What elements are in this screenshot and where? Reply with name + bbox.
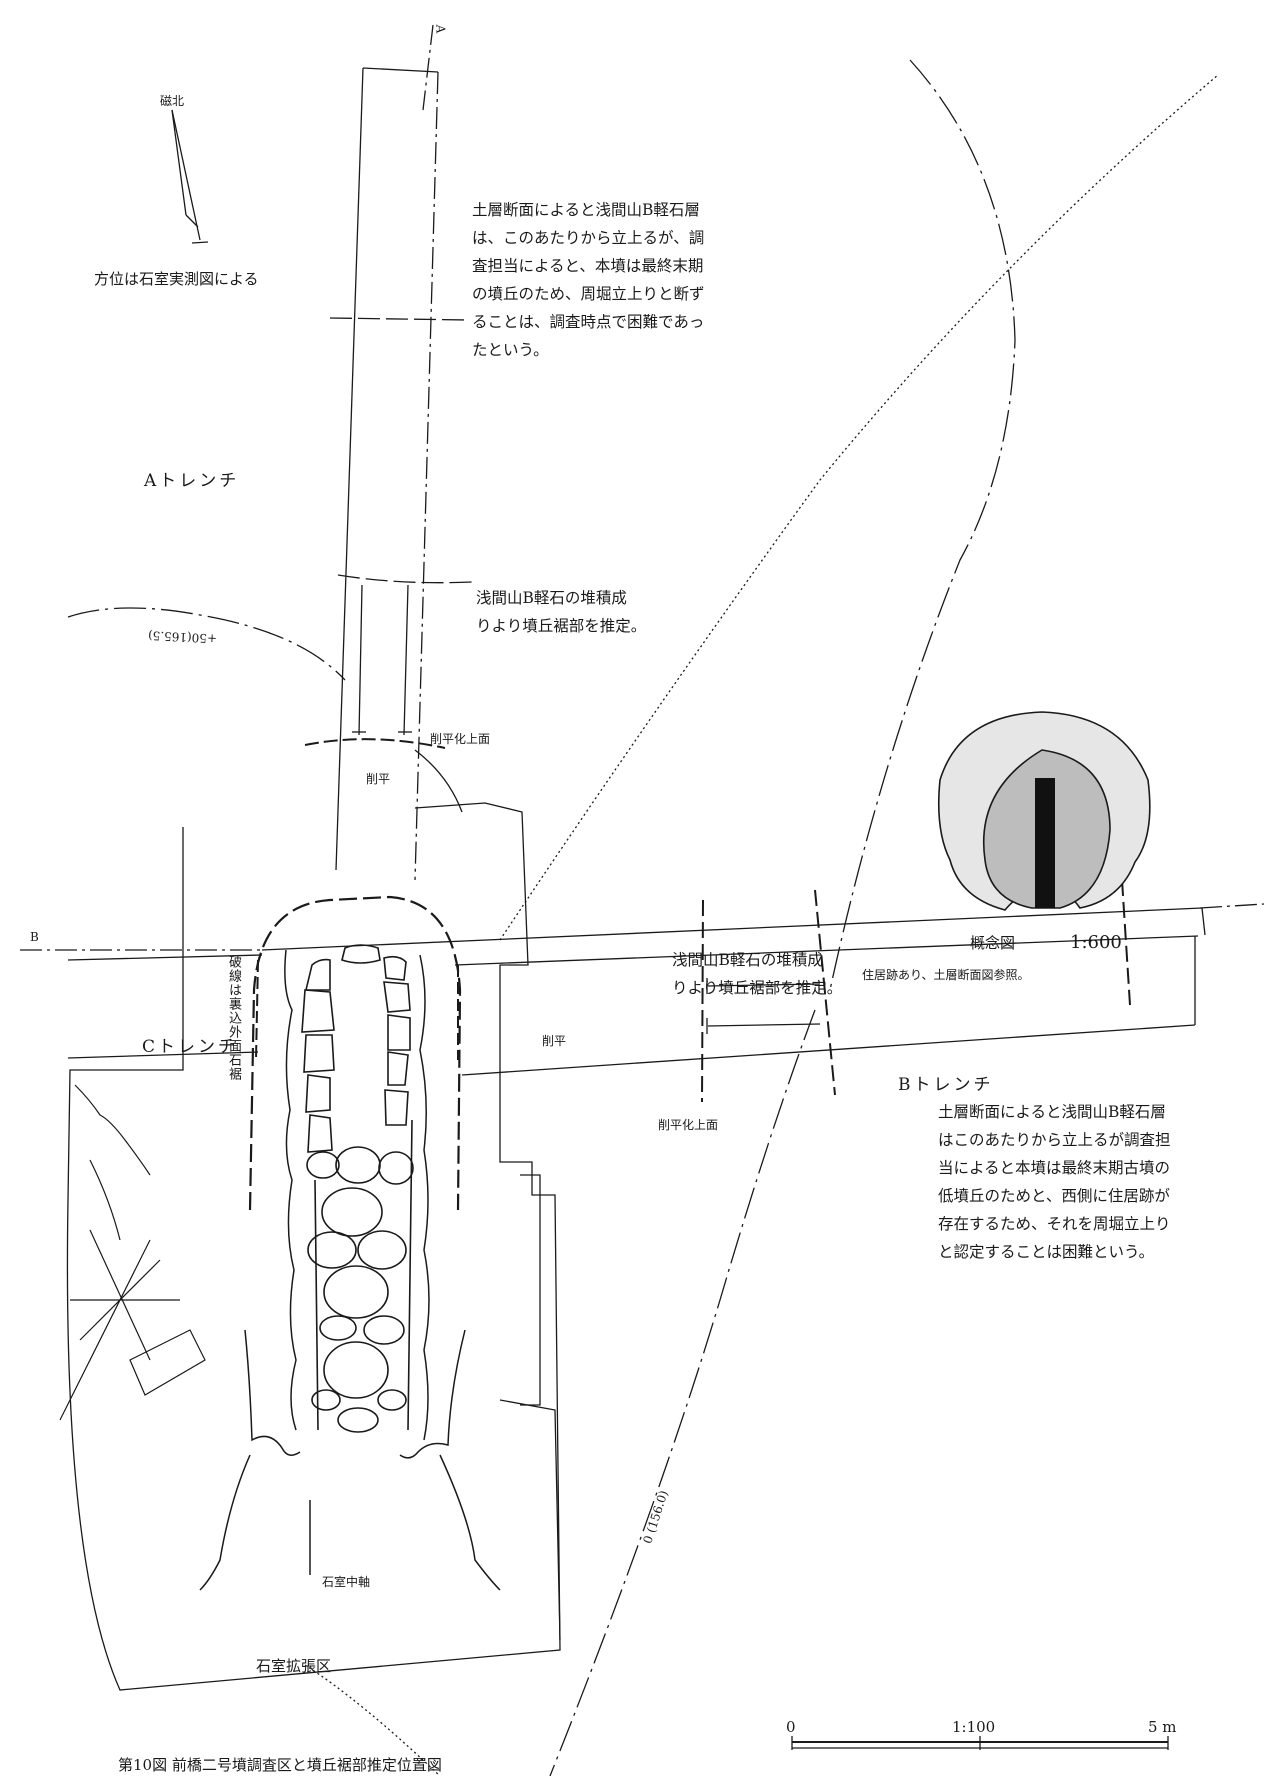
concept-label: 概念図 xyxy=(970,934,1016,952)
shaved-top-label-a: 削平化上面 xyxy=(430,732,491,746)
scale-end: 5 m xyxy=(1148,1718,1177,1736)
concept-scale: 1:600 xyxy=(1070,932,1122,953)
north-arrow-icon xyxy=(171,109,209,244)
note-top-right: 土層断面によると浅間山B軽石層 は、このあたりから立上るが、調 査担当によると、… xyxy=(472,201,705,359)
axis-a-line xyxy=(422,24,434,111)
trench-c-label: Cトレンチ xyxy=(142,1037,239,1057)
axis-b-label: B xyxy=(30,930,39,944)
mound-dashed-outline xyxy=(248,895,462,1211)
note-bottom-right: 土層断面によると浅間山B軽石層 はこのあたりから立上るが調査担 当によると本墳は… xyxy=(938,1103,1171,1261)
concept-diagram xyxy=(938,711,1151,911)
stone-chamber xyxy=(301,944,414,1433)
shaved-arrows xyxy=(352,584,412,736)
shaved-top-label-b: 削平化上面 xyxy=(658,1118,719,1132)
scale-bar xyxy=(791,1736,1169,1750)
trench-b-label: Bトレンチ xyxy=(898,1075,994,1095)
trench-b-outline xyxy=(261,907,1206,1076)
chamber-extension-outline xyxy=(66,802,561,1691)
scale-ratio: 1:100 xyxy=(952,1718,996,1736)
note-dwelling: 住居跡あり、土層断面図参照。 xyxy=(862,968,1030,982)
north-caption: 方位は石室実測図による xyxy=(94,270,259,288)
shaved-label-a: 削平 xyxy=(366,772,391,786)
chamber-extension-label: 石室拡張区 xyxy=(256,1657,332,1675)
trench-c-outline xyxy=(67,954,263,1059)
note-mound-edge-b: 浅間山B軽石の堆積成 りより墳丘裾部を推定。 xyxy=(672,951,843,997)
contour-line-lower xyxy=(549,1009,816,1776)
north-label: 磁北 xyxy=(160,94,185,108)
axis-a-label: A xyxy=(433,24,448,34)
shaved-label-b: 削平 xyxy=(542,1034,567,1048)
scale-start: 0 xyxy=(786,1718,796,1736)
trench-a-label: Aトレンチ xyxy=(144,471,240,491)
contour-line-upper xyxy=(67,607,346,681)
note-mound-edge-a: 浅間山B軽石の堆積成 りより墳丘裾部を推定。 xyxy=(476,589,647,635)
dashed-line-note: 破線は裏込外面石裾 xyxy=(226,955,241,1081)
trench-a-outline xyxy=(335,67,439,881)
cobble-outline xyxy=(199,949,501,1591)
figure-caption: 第10図 前橋二号墳調査区と墳丘裾部推定位置図 xyxy=(118,1756,442,1774)
hatched-area xyxy=(59,1084,206,1421)
chamber-axis-label: 石室中軸 xyxy=(322,1575,371,1589)
